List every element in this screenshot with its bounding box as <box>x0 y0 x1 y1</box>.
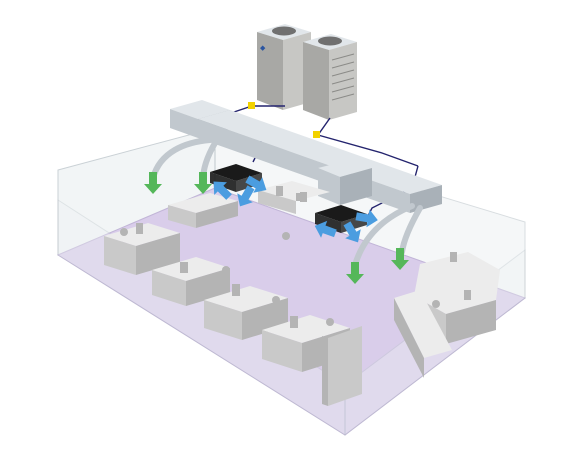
monitor-icon <box>464 290 471 300</box>
chair-icon <box>222 266 230 274</box>
fresh-air-arrow <box>391 248 409 270</box>
fresh-air-arrow <box>194 172 212 194</box>
fresh-air-arrow <box>346 262 364 284</box>
monitor-icon <box>300 192 307 202</box>
chair-icon <box>210 210 218 218</box>
branch-duct <box>318 160 372 205</box>
office-chairs <box>120 210 440 326</box>
chair-icon <box>432 300 440 308</box>
valve-icon <box>313 131 320 138</box>
monitor-icon <box>276 186 283 196</box>
monitor-icon <box>136 223 143 234</box>
chair-icon <box>120 228 128 236</box>
monitor-icon <box>232 284 240 296</box>
fresh-air-arrow <box>144 172 162 194</box>
fan-icon <box>318 36 342 46</box>
cool-air-arrow <box>213 181 232 200</box>
cool-air-arrow <box>355 209 378 228</box>
monitor-icon <box>450 252 457 262</box>
cool-air-arrow <box>343 221 361 243</box>
partition-panel <box>322 326 362 406</box>
workstation-row-2 <box>152 257 230 306</box>
airflow-arrows <box>144 172 409 284</box>
cool-air-arrow <box>237 185 255 207</box>
valve-icon <box>248 102 255 109</box>
office-furniture <box>104 181 500 406</box>
workstation-row-1 <box>104 223 180 275</box>
chair-icon <box>272 296 280 304</box>
chair-icon <box>282 232 290 240</box>
outdoor-unit-left: ◆ <box>257 24 311 110</box>
chair-icon <box>326 318 334 326</box>
fan-icon <box>272 26 296 36</box>
outdoor-unit-right-side <box>303 42 329 120</box>
outdoor-unit-left-side <box>257 32 283 110</box>
brand-logo-icon: ◆ <box>260 45 266 52</box>
grille-icon <box>331 53 355 101</box>
outdoor-units: ◆ <box>257 24 357 120</box>
monitor-icon <box>180 262 188 273</box>
cool-air-arrow <box>314 220 337 238</box>
reception-counter <box>394 290 452 378</box>
computer-monitors <box>136 186 471 328</box>
refrigerant-pipe <box>316 117 419 167</box>
cool-air-arrow <box>245 175 267 193</box>
monitor-icon <box>290 316 298 328</box>
outdoor-unit-right <box>303 34 357 120</box>
